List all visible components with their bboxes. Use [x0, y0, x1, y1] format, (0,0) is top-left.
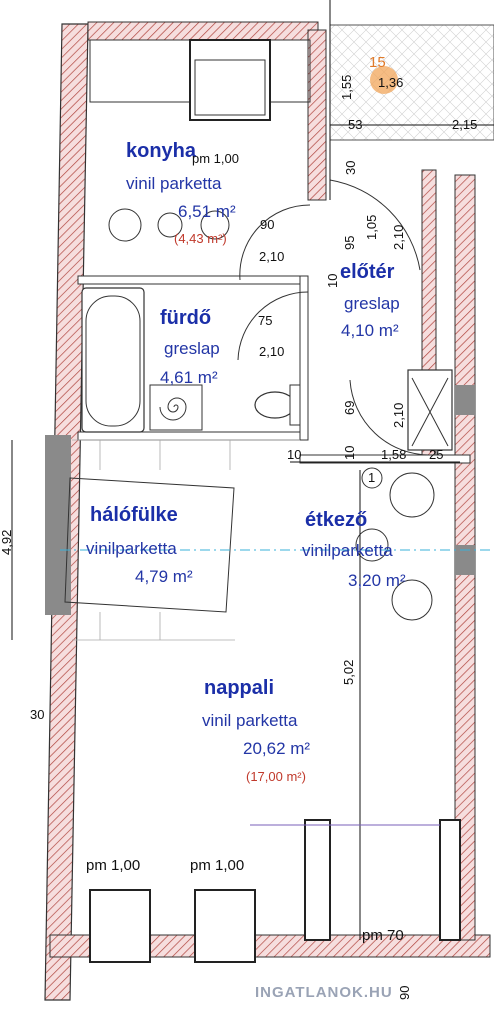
dim-95: 95	[342, 235, 357, 250]
room-area-nappali: 20,62 m²	[243, 739, 311, 758]
wall-eloter-bottom	[299, 454, 471, 464]
stove-ring-1	[108, 208, 142, 242]
dim-10a: 10	[325, 273, 340, 288]
door-arc-entry	[329, 179, 421, 271]
room-floor-halofulke: vinilparketta	[86, 539, 177, 558]
bathtub-inner	[85, 295, 141, 427]
nook-tiles	[72, 439, 300, 641]
room-floor-etkezo: vinilparketta	[302, 541, 393, 560]
kitchen-pm-note: pm 1,00	[192, 151, 239, 166]
room-name-halofulke: hálófülke	[90, 504, 178, 526]
level-marker	[361, 467, 383, 489]
room-floor-nappali: vinil parketta	[202, 711, 298, 730]
dim-10b: 10	[287, 447, 302, 462]
room-name-nappali: nappali	[204, 677, 275, 699]
room-area-konyha: 6,51 m²	[178, 202, 236, 221]
watermark: INGATLANOK.HU	[255, 984, 393, 1001]
dim-2-10-a: 2,10	[259, 249, 285, 264]
dim-75: 75	[258, 313, 273, 328]
wall-kitchen-bath	[77, 275, 309, 285]
room-floor-eloter: greslap	[344, 294, 400, 313]
pm-left: pm 1,00	[86, 857, 141, 874]
wall-bath-right	[299, 275, 309, 441]
room-floor-furdo: greslap	[164, 339, 220, 358]
room-area-furdo: 4,61 m²	[160, 368, 218, 387]
room-area-eloter: 4,10 m²	[341, 321, 399, 340]
bathtub	[81, 287, 145, 433]
top-wall	[87, 21, 319, 41]
closet-cross	[411, 377, 449, 447]
dim-15: 15	[369, 54, 386, 71]
pm-mid: pm 1,00	[190, 857, 245, 874]
room-area-alt-konyha: (4,43 m²)	[174, 231, 227, 246]
room-name-eloter: előtér	[340, 261, 395, 283]
stove-ring-3	[200, 210, 230, 240]
room-name-furdo: fürdő	[160, 307, 212, 329]
dim-90: 90	[260, 217, 275, 232]
room-name-konyha: konyha	[126, 140, 197, 162]
dim-25: 25	[429, 447, 444, 462]
door-arc-kitchen	[239, 204, 311, 281]
room-name-etkezo: étkező	[305, 509, 368, 531]
room-area-etkezo: 3,20 m²	[348, 571, 406, 590]
stove-ring-2	[157, 212, 183, 238]
dim-10c: 10	[342, 445, 357, 460]
living-window-left	[304, 819, 331, 941]
living-window-right	[439, 819, 461, 941]
door-arc-living	[349, 379, 431, 456]
dim-2-10-d: 2,10	[391, 402, 406, 428]
dim-90b: 90	[397, 985, 412, 1000]
marker-15	[370, 66, 398, 94]
bed	[64, 477, 235, 613]
dim-4-92: 4,92	[0, 529, 14, 555]
dim-1-36: 1,36	[378, 75, 404, 90]
toilet	[254, 391, 296, 419]
dim-5-02: 5,02	[341, 659, 356, 685]
kitchen-right-wall	[307, 29, 327, 201]
bottom-wall	[49, 934, 491, 958]
kitchen-sink	[194, 59, 266, 116]
dim-1-55: 1,55	[339, 74, 354, 100]
window-bottom-left	[89, 889, 151, 963]
washing-machine	[149, 384, 203, 431]
level-marker-label: 1	[368, 470, 376, 485]
dining-chair-2	[355, 528, 389, 562]
dim-2-15: 2,15	[452, 117, 478, 132]
dim-30a: 30	[343, 160, 358, 175]
room-area-alt-nappali: (17,00 m²)	[246, 769, 306, 784]
gray-pillar-left	[45, 435, 71, 615]
dining-chair-3	[391, 579, 433, 621]
room-floor-konyha: vinil parketta	[126, 174, 222, 193]
dim-69: 69	[342, 400, 357, 415]
room-area-halofulke: 4,79 m²	[135, 567, 193, 586]
gray-pillar-right-2	[455, 545, 475, 575]
dim-30b: 30	[30, 707, 45, 722]
dim-2-10-b: 2,10	[391, 224, 406, 250]
balcony-tiles	[329, 24, 494, 141]
pm-70: pm 70	[362, 927, 404, 944]
spiral-icon	[159, 397, 187, 421]
toilet-tank	[289, 384, 301, 426]
dining-chair-1	[389, 472, 435, 518]
dim-1-58: 1,58	[381, 447, 407, 462]
window-bottom-mid	[194, 889, 256, 963]
dim-1-05: 1,05	[364, 214, 379, 240]
dim-2-10-c: 2,10	[259, 344, 285, 359]
dim-53: 53	[348, 117, 363, 132]
kitchen-window	[189, 39, 271, 121]
gray-pillar-right-1	[455, 385, 475, 415]
door-arc-bath	[237, 291, 309, 361]
wall-bath-bottom	[77, 431, 309, 441]
